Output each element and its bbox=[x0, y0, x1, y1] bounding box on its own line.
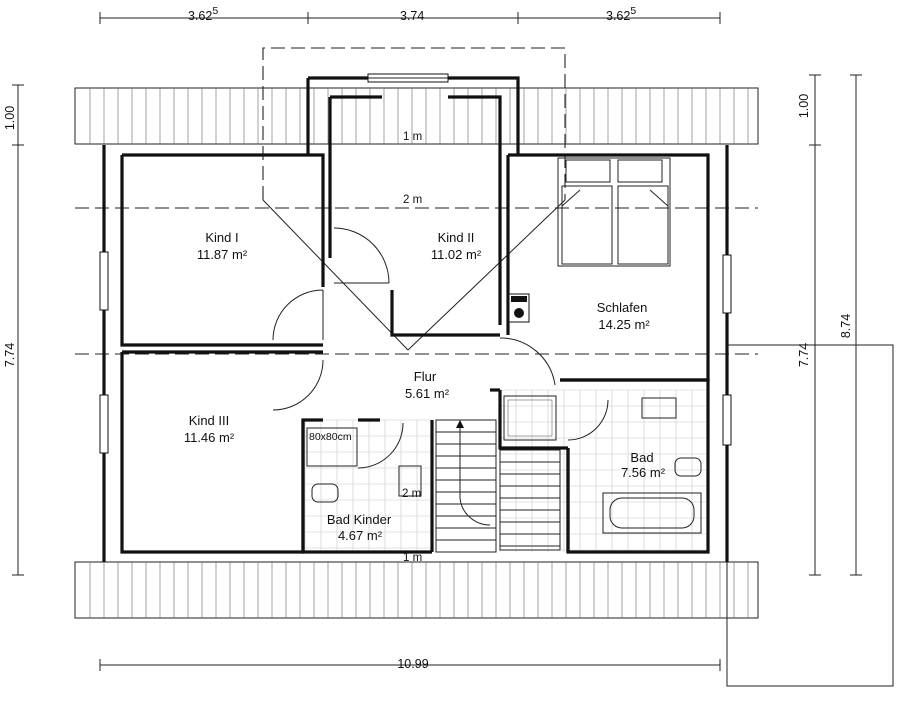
windows bbox=[99, 73, 732, 454]
room-bad-kinder-name: Bad Kinder bbox=[327, 512, 392, 527]
shower-bad bbox=[503, 395, 557, 441]
height-mark-kind2-1m: 1 m bbox=[403, 131, 422, 143]
dim-top-center: 3.74 bbox=[400, 9, 424, 23]
roof-eave-top bbox=[74, 87, 759, 145]
dimension-lines bbox=[12, 12, 862, 671]
staircase bbox=[435, 419, 561, 553]
shower-bad-kinder bbox=[306, 427, 358, 467]
room-bad: Bad 7.56 m² bbox=[621, 450, 666, 480]
room-schlafen: Schlafen 14.25 m² bbox=[597, 300, 651, 332]
height-mark-kind2-2m: 2 m bbox=[403, 194, 422, 206]
room-bad-kinder: Bad Kinder 4.67 m² bbox=[327, 512, 392, 543]
room-kind1: Kind I 11.87 m² bbox=[197, 230, 248, 262]
room-schlafen-area: 14.25 m² bbox=[598, 317, 650, 332]
room-kind3-name: Kind III bbox=[189, 413, 229, 428]
room-bad-kinder-area: 4.67 m² bbox=[338, 528, 383, 543]
height-mark-badk-2m: 2 m bbox=[402, 488, 421, 500]
shower-size-label: 80x80cm bbox=[309, 431, 352, 443]
dim-left-main: 7.74 bbox=[3, 343, 17, 367]
room-bad-area: 7.56 m² bbox=[621, 465, 666, 480]
roof-eave-bottom bbox=[74, 561, 759, 619]
room-kind1-name: Kind I bbox=[205, 230, 238, 245]
room-kind2-area: 11.02 m² bbox=[431, 247, 482, 262]
roof-slope-lines bbox=[75, 207, 758, 355]
room-kind1-area: 11.87 m² bbox=[197, 247, 248, 262]
dim-right-outer: 8.74 bbox=[839, 314, 853, 338]
dim-bottom: 10.99 bbox=[397, 657, 428, 671]
room-kind3-area: 11.46 m² bbox=[184, 430, 235, 445]
room-flur-name: Flur bbox=[414, 369, 437, 384]
doors bbox=[272, 227, 609, 469]
dim-top-left: 3.625 bbox=[188, 5, 218, 23]
dim-top-right: 3.625 bbox=[606, 5, 636, 23]
heating-unit bbox=[508, 293, 530, 323]
toilets-and-sinks bbox=[311, 397, 702, 503]
walls bbox=[102, 76, 729, 562]
double-bed bbox=[557, 157, 671, 267]
room-flur: Flur 5.61 m² bbox=[405, 369, 450, 401]
room-kind3: Kind III 11.46 m² bbox=[184, 413, 235, 445]
dormer-outline bbox=[262, 47, 566, 351]
room-bad-name: Bad bbox=[630, 450, 653, 465]
dim-right-main: 7.74 bbox=[797, 343, 811, 367]
balcony-outline bbox=[726, 344, 894, 687]
dim-right-top: 1.00 bbox=[797, 94, 811, 118]
dim-left-top: 1.00 bbox=[3, 106, 17, 130]
room-kind2: Kind II 11.02 m² bbox=[431, 230, 482, 262]
room-schlafen-name: Schlafen bbox=[597, 300, 648, 315]
height-mark-bottom-1m: 1 m bbox=[403, 552, 422, 564]
bathtub bbox=[602, 492, 702, 534]
room-flur-area: 5.61 m² bbox=[405, 386, 450, 401]
room-kind2-name: Kind II bbox=[438, 230, 475, 245]
